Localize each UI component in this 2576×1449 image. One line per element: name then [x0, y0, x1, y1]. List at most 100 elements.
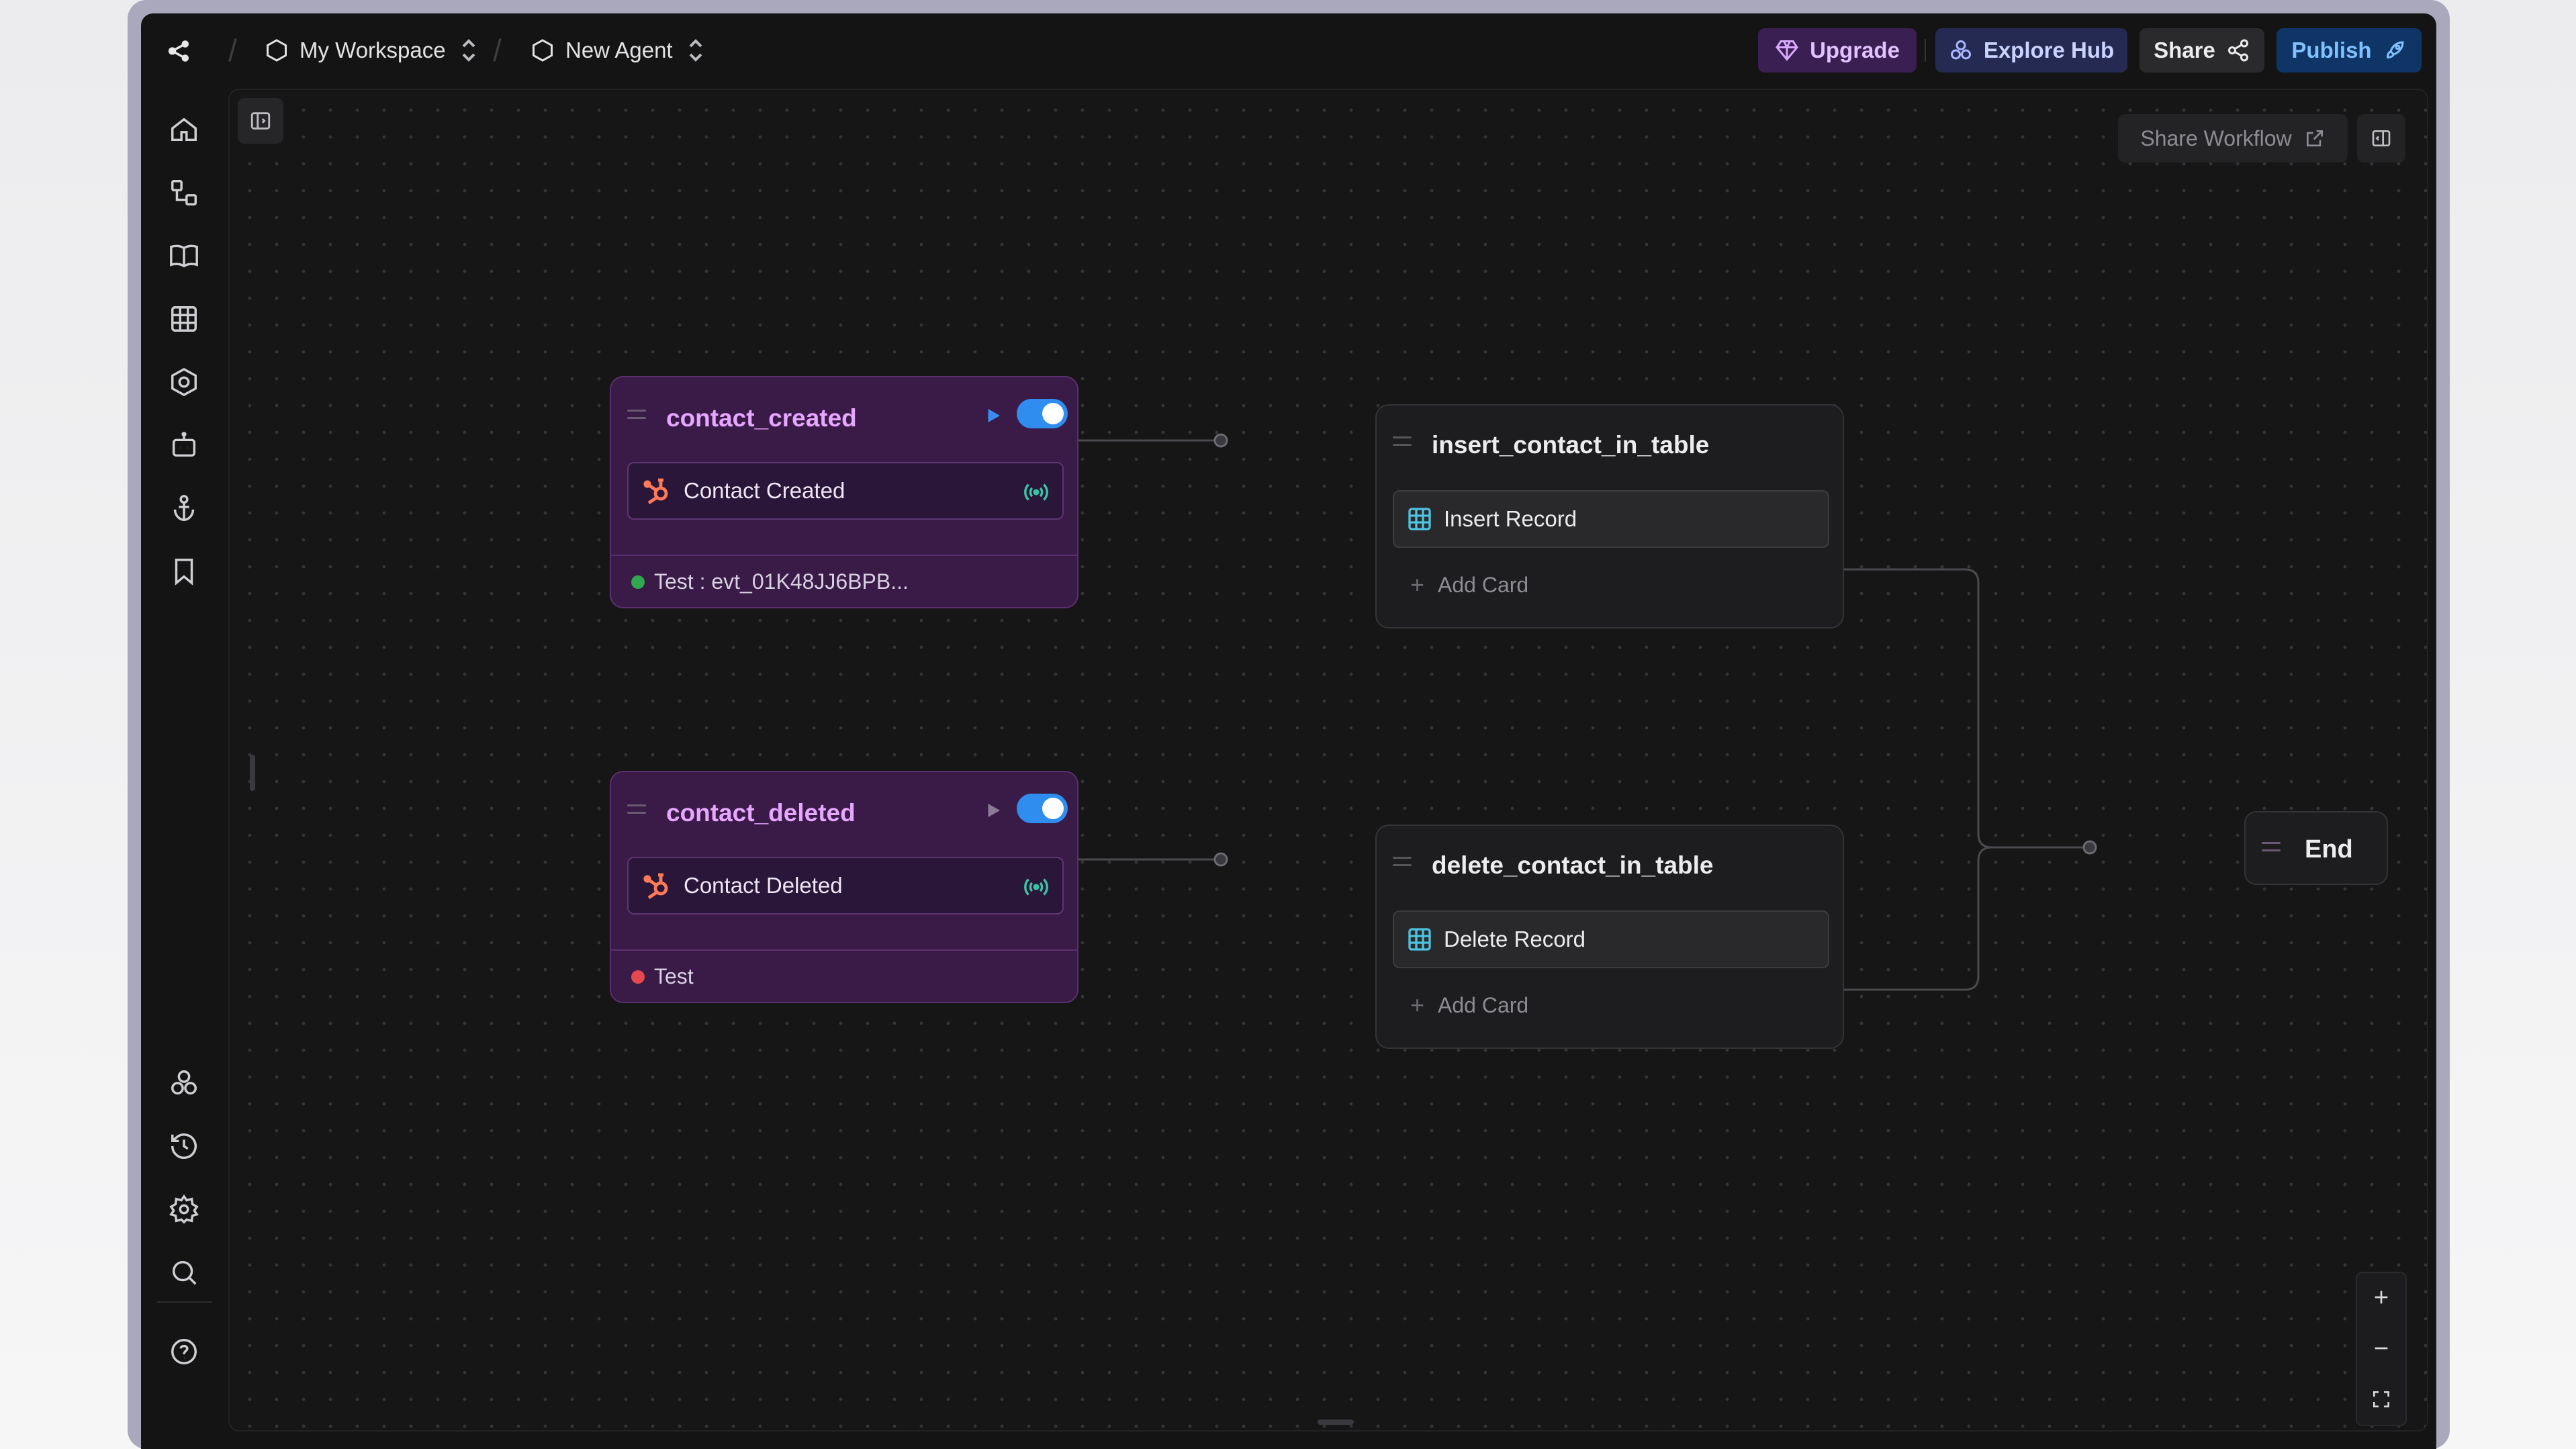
trigger-enabled-toggle[interactable] [1017, 399, 1068, 428]
test-status[interactable]: Test : evt_01K48JJ6BPB... [631, 569, 909, 594]
add-card-label: Add Card [1438, 572, 1529, 597]
plus-icon [2375, 1291, 2388, 1304]
toolbar-divider [1925, 39, 1926, 62]
trigger-node-contact-deleted[interactable]: contact_deleted Contact Deleted Test [610, 771, 1078, 1003]
share-workflow-label: Share Workflow [2140, 126, 2292, 150]
share-icon [2227, 39, 2248, 62]
drag-handle-icon[interactable] [1393, 857, 1412, 872]
trigger-card-label: Contact Deleted [684, 873, 843, 898]
share-button[interactable]: Share [2140, 28, 2264, 73]
hexagon-icon [533, 39, 553, 62]
test-status[interactable]: Test [631, 964, 694, 989]
port-delete-in [1213, 852, 1228, 867]
left-navigation [141, 87, 228, 1449]
trigger-title: contact_created [666, 404, 857, 432]
node-divider [611, 555, 1077, 556]
publish-label: Publish [2291, 38, 2372, 62]
hubspot-icon [643, 873, 668, 899]
end-label: End [2305, 835, 2353, 863]
share-label: Share [2154, 38, 2215, 62]
app-logo-icon[interactable] [165, 37, 193, 65]
anchor-icon[interactable] [169, 493, 199, 524]
trigger-node-contact-created[interactable]: contact_created Contact Created Test : e… [610, 376, 1078, 608]
zoom-out-button[interactable] [2357, 1324, 2405, 1372]
table-icon[interactable] [169, 303, 199, 334]
trigger-card[interactable]: Contact Created [627, 462, 1064, 520]
integrations-icon[interactable] [169, 367, 199, 398]
gear-icon[interactable] [169, 1194, 199, 1225]
action-card-label: Insert Record [1444, 506, 1577, 531]
trigger-card[interactable]: Contact Deleted [627, 857, 1064, 915]
action-card[interactable]: Delete Record [1393, 910, 1829, 968]
add-card-button[interactable]: + Add Card [1410, 571, 1528, 599]
window-frame: / My Workspace / New Agent Upgrade Explo… [128, 0, 2450, 1449]
rail-divider [157, 1301, 212, 1303]
edge-insert-to-end [1762, 568, 2090, 849]
book-icon[interactable] [169, 240, 199, 271]
action-title: insert_contact_in_table [1432, 431, 1710, 459]
fit-view-button[interactable] [2357, 1375, 2405, 1423]
explore-hub-button[interactable]: Explore Hub [1935, 28, 2127, 73]
fullscreen-icon [2373, 1391, 2389, 1407]
workflow-canvas[interactable]: Share Workflow contact_created Contact C… [228, 89, 2428, 1432]
left-resize-handle[interactable] [250, 755, 255, 791]
add-card-button[interactable]: + Add Card [1410, 991, 1528, 1019]
explore-hub-label: Explore Hub [1983, 38, 2115, 62]
action-node-insert-contact[interactable]: insert_contact_in_table Insert Record + … [1375, 404, 1844, 628]
breadcrumb-separator: / [493, 33, 502, 68]
chevron-up-down-icon [689, 39, 702, 62]
breadcrumb-agent[interactable]: New Agent [531, 35, 708, 66]
sidebar-toggle-button[interactable] [238, 98, 283, 144]
hub-icon[interactable] [169, 1068, 199, 1099]
drag-handle-icon[interactable] [2262, 842, 2281, 857]
port-end-in [2082, 840, 2097, 855]
plus-icon: + [1410, 571, 1425, 598]
external-link-icon [2306, 130, 2323, 146]
right-panel-toggle-button[interactable] [2357, 114, 2405, 162]
trigger-card-label: Contact Created [684, 478, 845, 503]
chevron-up-down-icon [462, 39, 475, 62]
bookmark-icon[interactable] [169, 556, 199, 587]
home-icon[interactable] [169, 114, 199, 145]
zoom-controls [2356, 1272, 2407, 1426]
zoom-in-button[interactable] [2357, 1273, 2405, 1321]
drag-handle-icon[interactable] [627, 804, 646, 819]
connections-layer [948, 405, 2097, 997]
panel-icon [2372, 130, 2391, 146]
workflow-icon[interactable] [169, 177, 199, 208]
play-icon[interactable] [983, 406, 1003, 426]
publish-button[interactable]: Publish [2276, 28, 2422, 73]
drag-handle-icon[interactable] [627, 410, 646, 424]
hubspot-icon [643, 478, 668, 504]
bottom-resize-handle[interactable] [1318, 1419, 1354, 1425]
action-title: delete_contact_in_table [1432, 851, 1714, 879]
breadcrumb-workspace[interactable]: My Workspace [265, 35, 481, 66]
bot-icon[interactable] [169, 430, 199, 461]
status-dot-error [631, 970, 645, 984]
drag-handle-icon[interactable] [1393, 436, 1412, 451]
edge-delete-to-end [1762, 846, 2090, 991]
action-card-label: Delete Record [1444, 927, 1585, 951]
diamond-icon [1776, 40, 1798, 61]
hub-icon [1950, 40, 1971, 60]
search-icon[interactable] [169, 1257, 199, 1288]
test-label: Test : evt_01K48JJ6BPB... [654, 569, 909, 594]
action-card[interactable]: Insert Record [1393, 490, 1829, 548]
upgrade-button[interactable]: Upgrade [1758, 28, 1917, 73]
status-dot-success [631, 575, 645, 589]
share-workflow-button[interactable]: Share Workflow [2118, 114, 2348, 162]
history-icon[interactable] [169, 1131, 199, 1162]
rocket-icon [2386, 41, 2404, 59]
play-icon[interactable] [983, 800, 1003, 821]
test-label: Test [654, 964, 694, 988]
node-divider [611, 949, 1077, 951]
help-icon[interactable] [169, 1336, 199, 1367]
plus-icon: + [1410, 991, 1425, 1019]
action-node-delete-contact[interactable]: delete_contact_in_table Delete Record + … [1375, 825, 1844, 1049]
end-node[interactable]: End [2244, 811, 2388, 885]
workspace-name: My Workspace [300, 38, 446, 62]
upgrade-label: Upgrade [1810, 38, 1900, 62]
top-bar: / My Workspace / New Agent Upgrade Explo… [141, 13, 2436, 87]
trigger-enabled-toggle[interactable] [1017, 794, 1068, 823]
breadcrumb-separator: / [228, 33, 237, 68]
